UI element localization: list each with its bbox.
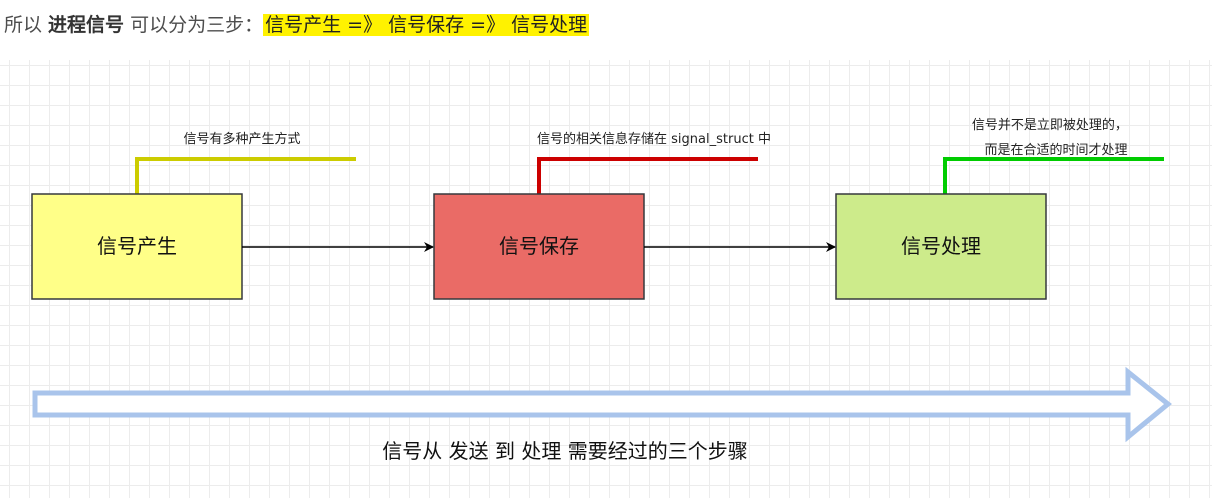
stage-label-save: 信号保存 [499, 234, 579, 258]
stage-label-handle: 信号处理 [901, 234, 981, 258]
flow-caption: 信号从 发送 到 处理 需要经过的三个步骤 [382, 439, 747, 463]
note-connector-handle [943, 157, 1164, 194]
stage-box-generate [31, 193, 243, 300]
intro-middle: 可以分为三步： [124, 14, 264, 36]
intro-bold-term: 进程信号 [48, 14, 125, 36]
note-text-handle-line1: 信号并不是立即被处理的， [972, 117, 1128, 133]
flow-direction-arrow [32, 366, 1172, 443]
stage-box-handle [835, 193, 1047, 300]
note-text-handle-line2: 而是在合适的时间才处理 [984, 142, 1127, 158]
intro-line: 所以 进程信号 可以分为三步：信号产生 =》 信号保存 =》 信号处理 [4, 10, 590, 40]
note-text-save: 信号的相关信息存储在 signal_struct 中 [537, 131, 771, 147]
signal-flow-diagram: 信号有多种产生方式 信号的相关信息存储在 signal_struct 中 信号并… [31, 117, 1172, 463]
intro-prefix: 所以 [4, 14, 49, 36]
intro-highlight: 信号产生 =》 信号保存 =》 信号处理 [263, 14, 590, 36]
note-text-generate: 信号有多种产生方式 [183, 131, 300, 147]
note-connector-generate [135, 157, 356, 194]
note-text-handle: 信号并不是立即被处理的， 而是在合适的时间才处理 [972, 117, 1132, 158]
note-connector-save [537, 157, 758, 194]
stage-label-generate: 信号产生 [97, 234, 177, 258]
